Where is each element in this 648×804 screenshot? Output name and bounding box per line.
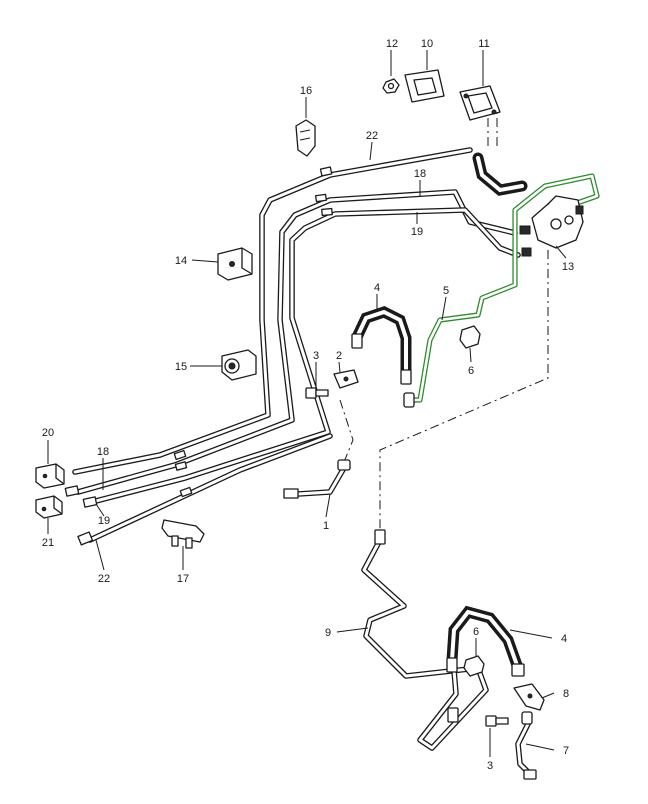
brake-line-9[interactable] [361,529,489,751]
callout-19-top: 19 [411,226,423,238]
bolt-3-rear[interactable] [485,715,509,727]
line-5-fitting [403,392,415,408]
callout-18-top: 18 [414,168,426,180]
callout-18-left: 18 [97,446,109,458]
callout-3-front: 3 [313,350,319,362]
brake-line-7[interactable] [515,711,537,780]
brake-hose-4-rear[interactable] [446,605,525,677]
callout-8: 8 [563,688,569,700]
callout-1: 1 [323,520,329,532]
callout-21: 21 [42,537,54,549]
callout-20: 20 [42,427,54,439]
line-couplings [173,166,333,498]
holder-21[interactable] [35,495,63,519]
callout-5: 5 [443,285,449,297]
gasket-11[interactable] [459,85,501,121]
callout-2: 2 [336,350,342,362]
brake-line-22-rear[interactable] [87,433,333,543]
callout-4-front: 4 [374,282,380,294]
callout-4-rear: 4 [561,633,567,645]
bracket-14[interactable] [217,247,253,281]
callout-22-top: 22 [366,130,378,142]
callout-11: 11 [478,38,489,50]
nut-12[interactable] [382,78,400,94]
brake-line-5-highlighted[interactable] [403,173,600,408]
callout-6-front: 6 [468,365,474,377]
callout-17: 17 [177,573,189,585]
bolt-3-front[interactable] [305,387,329,399]
callout-12: 12 [386,38,398,50]
clip-17[interactable] [161,519,205,549]
callout-13: 13 [562,261,574,273]
holder-20[interactable] [35,463,65,489]
brake-line-18[interactable] [75,189,518,495]
callout-6-rear: 6 [473,626,479,638]
callout-16: 16 [300,85,312,97]
bracket-2[interactable] [333,369,359,389]
clip-16[interactable] [295,119,316,157]
callout-15: 15 [175,361,187,373]
brake-line-22[interactable] [72,147,473,475]
line-end-fittings [64,485,98,546]
distribution-block-13[interactable] [519,195,584,257]
flex-hose-upper[interactable] [472,152,528,196]
bracket-8[interactable] [513,683,545,711]
grommet-6-rear[interactable] [463,655,485,677]
brake-line-19[interactable] [89,207,521,505]
grommet-6-front[interactable] [459,325,481,349]
callout-14: 14 [175,255,187,267]
callout-19-left: 19 [98,515,110,527]
callout-3-rear: 3 [487,760,493,772]
callout-9: 9 [325,627,331,639]
gasket-10[interactable] [404,69,445,103]
callout-22-left: 22 [98,573,110,585]
callout-leaders [47,50,567,757]
brake-hose-4-front[interactable] [351,306,412,385]
bracket-15[interactable] [221,349,257,381]
brake-line-1[interactable] [283,459,351,499]
callout-10: 10 [421,38,433,50]
callout-numbers: 12 10 11 16 22 18 19 13 14 4 5 3 2 6 15 … [42,38,574,772]
callout-7: 7 [563,745,569,757]
